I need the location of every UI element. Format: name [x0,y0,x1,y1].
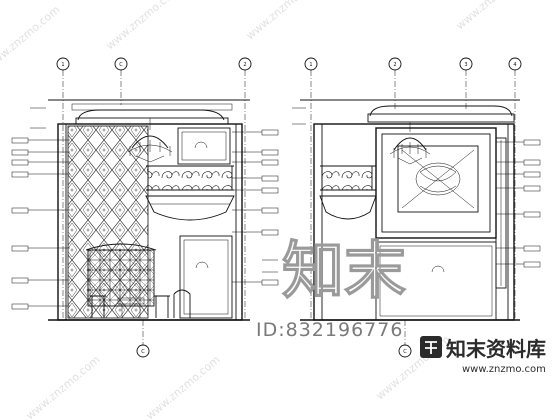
right-grid-bubble-2: 2 [388,57,402,71]
right-grid-bubble-1: 1 [304,57,318,71]
balustrade-left [147,165,233,191]
svg-text:2: 2 [243,62,246,68]
center-watermark: 知末 [282,234,406,307]
chandelier-left [127,118,173,163]
lattice-cabinet [87,249,155,307]
furniture-left [90,289,191,318]
svg-text:C: C [141,349,145,355]
svg-text:www.znzmo.com: www.znzmo.com [104,0,183,52]
svg-text:C: C [119,62,123,68]
ornament-panel [397,145,479,213]
left-grid-bubble-2: C [114,57,128,71]
svg-text:C: C [403,349,407,355]
right-grid-bubble-4: 4 [508,57,522,71]
svg-text:1: 1 [61,62,64,68]
svg-text:www.znzmo.com: www.znzmo.com [244,0,323,42]
brand-name: 知末资料库 [446,337,546,361]
right-grid-bubble-3: 3 [459,57,473,71]
svg-text:www.znzmo.com: www.znzmo.com [144,353,223,420]
right-grid-lines [310,70,516,345]
svg-text:www.znzmo.com: www.znzmo.com [24,353,103,420]
left-right-annotation-tags [232,129,279,286]
svg-text:4: 4 [513,62,516,68]
left-elevation: 1 C 2 C [11,57,279,358]
svg-text:2: 2 [393,62,396,68]
right-elevation: 1 2 3 4 C [262,57,541,358]
brand-logo: 知末资料库 www.znzmo.com [420,336,546,375]
left-grid-bubble-bottom: C [136,344,150,358]
brand-url: www.znzmo.com [462,364,546,375]
left-grid-bubble-1: 1 [56,57,70,71]
brand-logo-icon [420,336,442,358]
svg-text:www.znzmo.com: www.znzmo.com [0,3,63,72]
chandelier-right [389,122,431,165]
svg-text:1: 1 [309,62,312,68]
right-annotation-tags [262,107,541,273]
left-annotation-tags [11,107,70,310]
svg-text:3: 3 [464,62,467,68]
left-grid-lines [62,70,246,345]
id-watermark: ID:832196776 [256,319,403,341]
balustrade-right [321,165,373,191]
right-grid-bubble-bottom: C [398,344,412,358]
svg-text:www.znzmo.com: www.znzmo.com [454,0,533,32]
left-grid-bubble-3: 2 [238,57,252,71]
